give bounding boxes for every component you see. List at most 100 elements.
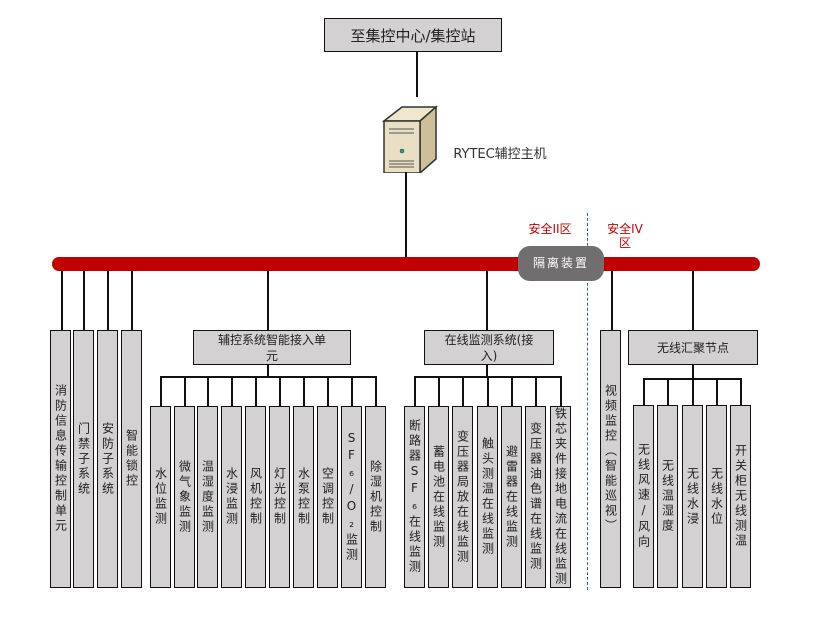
child-unit-label: 无线温湿度 bbox=[660, 459, 675, 534]
connector-line bbox=[131, 271, 133, 331]
child-unit-label: 铁芯夹件接地电流在线监测 bbox=[553, 407, 568, 587]
child-unit: 断路器SF₆在线监测 bbox=[404, 406, 425, 588]
child-unit: 避雷器在线监测 bbox=[501, 406, 522, 588]
unit-security: 安防子系统 bbox=[97, 330, 118, 588]
child-unit: 无线水浸 bbox=[682, 405, 703, 588]
connector-line bbox=[255, 376, 257, 406]
unit-label: 门禁子系统 bbox=[76, 421, 91, 497]
child-unit-label: 除湿机控制 bbox=[368, 459, 383, 535]
unit-fire-control: 消防信息传输控制单元 bbox=[50, 330, 71, 588]
host-label: RYTEC辅控主机 bbox=[453, 147, 547, 162]
child-unit: 空调控制 bbox=[317, 406, 338, 588]
child-unit-label: SF₆/O₂监测 bbox=[344, 431, 359, 563]
child-unit: 无线温湿度 bbox=[657, 405, 678, 588]
connector-line bbox=[716, 378, 718, 405]
online-monitor-unit: 在线监测系统(接入) bbox=[424, 330, 554, 365]
child-unit: 风机控制 bbox=[245, 406, 266, 588]
zone-divider bbox=[587, 213, 588, 590]
unit-video-monitor: 视频监控（智能巡视） bbox=[600, 330, 621, 588]
child-unit: 变压器油色谱在线监测 bbox=[525, 406, 546, 588]
connector-line bbox=[107, 271, 109, 331]
zone-ii-label: 安全II区 bbox=[528, 222, 572, 236]
connector-line bbox=[303, 376, 305, 406]
child-unit: SF₆/O₂监测 bbox=[341, 406, 362, 588]
child-unit: 开关柜无线测温 bbox=[730, 405, 751, 588]
child-unit-label: 微气象监测 bbox=[177, 459, 192, 535]
connector-line bbox=[611, 271, 613, 331]
child-unit: 蓄电池在线监测 bbox=[428, 406, 449, 588]
connector-line bbox=[535, 376, 537, 406]
server-icon bbox=[380, 103, 438, 175]
child-unit: 触头测温在线监测 bbox=[477, 406, 498, 588]
control-center-box: 至集控中心/集控站 bbox=[324, 18, 502, 52]
connector-line bbox=[560, 376, 562, 406]
wireless-node: 无线汇聚节点 bbox=[628, 330, 758, 365]
zone-iv-label: 安全IV区 bbox=[607, 222, 643, 250]
child-unit-label: 蓄电池在线监测 bbox=[431, 444, 446, 550]
connector-line bbox=[416, 52, 418, 97]
child-unit-label: 水位监测 bbox=[153, 467, 168, 527]
unit-label: 安防子系统 bbox=[100, 421, 115, 497]
child-unit-label: 无线水浸 bbox=[685, 466, 700, 527]
connector-line bbox=[692, 378, 694, 405]
child-unit: 水泵控制 bbox=[293, 406, 314, 588]
control-center-label: 至集控中心/集控站 bbox=[350, 26, 476, 45]
connector-line bbox=[692, 365, 694, 379]
connector-line bbox=[207, 376, 209, 406]
child-unit-label: 避雷器在线监测 bbox=[504, 444, 519, 550]
connector-line bbox=[414, 376, 416, 406]
child-unit: 微气象监测 bbox=[174, 406, 195, 588]
aux-access-unit-title: 辅控系统智能接入单元 bbox=[217, 332, 326, 363]
isolation-device: 隔离装置 bbox=[518, 246, 604, 281]
unit-label: 消防信息传输控制单元 bbox=[53, 384, 68, 534]
connector-line bbox=[462, 376, 464, 406]
connector-line bbox=[667, 378, 669, 405]
child-unit: 铁芯夹件接地电流在线监测 bbox=[550, 406, 571, 588]
connector-line bbox=[161, 376, 375, 378]
child-unit: 除湿机控制 bbox=[365, 406, 386, 588]
connector-line bbox=[267, 365, 269, 377]
aux-access-unit: 辅控系统智能接入单元 bbox=[193, 330, 351, 365]
connector-line bbox=[184, 376, 186, 406]
child-unit: 无线水位 bbox=[706, 405, 727, 588]
connector-line bbox=[405, 172, 407, 260]
child-unit-label: 风机控制 bbox=[248, 467, 263, 527]
connector-line bbox=[351, 376, 353, 406]
isolation-label: 隔离装置 bbox=[533, 256, 590, 270]
child-unit-label: 空调控制 bbox=[320, 467, 335, 527]
child-unit-label: 水浸监测 bbox=[224, 467, 239, 527]
child-unit-label: 无线风速/风向 bbox=[636, 443, 651, 550]
connector-line bbox=[327, 376, 329, 406]
child-unit: 变压器局放在线监测 bbox=[452, 406, 473, 588]
child-unit-label: 变压器局放在线监测 bbox=[455, 429, 470, 565]
child-unit: 水位监测 bbox=[150, 406, 171, 588]
connector-line bbox=[487, 376, 489, 406]
child-unit-label: 无线水位 bbox=[709, 466, 724, 527]
connector-line bbox=[486, 271, 488, 331]
connector-line bbox=[83, 271, 85, 331]
child-unit-label: 灯光控制 bbox=[272, 467, 287, 527]
connector-line bbox=[643, 378, 645, 405]
connector-line bbox=[160, 376, 162, 406]
connector-line bbox=[692, 271, 694, 331]
connector-line bbox=[375, 376, 377, 406]
child-unit: 无线风速/风向 bbox=[633, 405, 654, 588]
connector-line bbox=[61, 271, 63, 331]
child-unit-label: 开关柜无线测温 bbox=[733, 444, 748, 549]
connector-line bbox=[511, 376, 513, 406]
connector-line bbox=[740, 378, 742, 405]
child-unit-label: 温湿度监测 bbox=[200, 459, 215, 535]
connector-line bbox=[279, 376, 281, 406]
child-unit-label: 水泵控制 bbox=[296, 467, 311, 527]
child-unit: 水浸监测 bbox=[221, 406, 242, 588]
child-unit-label: 变压器油色谱在线监测 bbox=[528, 422, 543, 572]
child-unit-label: 断路器SF₆在线监测 bbox=[407, 419, 422, 575]
network-bus bbox=[52, 257, 760, 271]
child-unit: 灯光控制 bbox=[269, 406, 290, 588]
wireless-node-title: 无线汇聚节点 bbox=[656, 340, 729, 355]
connector-line bbox=[486, 365, 488, 377]
child-unit-label: 触头测温在线监测 bbox=[480, 437, 495, 557]
unit-label: 智能锁控 bbox=[124, 429, 139, 489]
online-monitor-unit-title: 在线监测系统(接入) bbox=[444, 332, 534, 363]
connector-line bbox=[438, 376, 440, 406]
